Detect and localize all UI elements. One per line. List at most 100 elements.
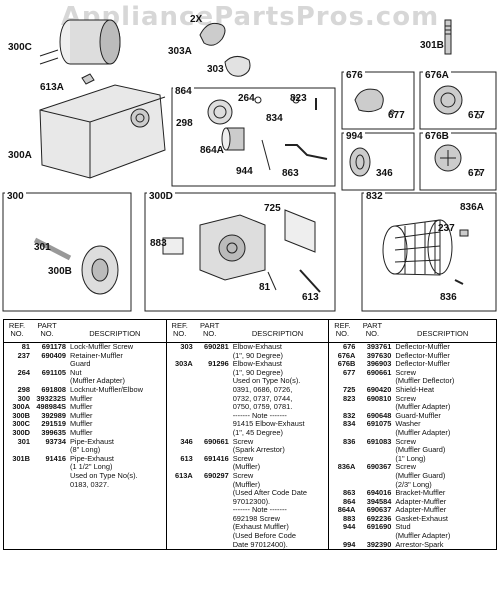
description: Nut(Muffler Adapter) <box>70 367 125 386</box>
table-row: ------- Note ------- <box>167 506 329 515</box>
callout-677-b: 677 <box>468 110 485 121</box>
ref-no <box>167 420 195 437</box>
callout-864: 864 <box>173 86 194 97</box>
muffler-300a-drawing <box>39 84 166 179</box>
part-no: 694016 <box>366 488 392 498</box>
description: Gasket-Exhaust <box>395 513 448 523</box>
table-row: 692198 Screw(Exhaust Muffler)(Used Befor… <box>167 514 329 549</box>
callout-677-c: 677 <box>468 168 485 179</box>
part-no: 691808 <box>41 384 66 394</box>
table-header-cell: DESCRIPTION <box>417 329 469 338</box>
callout-300C: 300C <box>8 42 32 53</box>
ref-no: 677 <box>343 367 356 377</box>
ref-no: 264 <box>17 367 30 377</box>
description: Muffler <box>70 402 93 412</box>
ref-no: 863 <box>343 488 356 498</box>
callout-300A: 300A <box>8 150 32 161</box>
ref-no: 298 <box>17 384 30 394</box>
part-no: 690637 <box>366 505 392 515</box>
callout-303: 303 <box>207 64 224 75</box>
part-no: 690648 <box>366 410 392 420</box>
description: Muffler <box>70 427 93 437</box>
table-row: 91415 Elbow-Exhaust(1", 45 Degree) <box>167 420 329 437</box>
description: Pipe-Exhaust(8" Long) <box>70 436 114 455</box>
part-no: 291519 <box>41 419 66 429</box>
description: Locknut-Muffler/Elbow <box>70 384 143 394</box>
callout-864A: 864A <box>200 145 224 156</box>
description: Screw(Muffler Guard)(2/3" Long) <box>395 462 446 489</box>
part-no: 690409 <box>41 350 66 360</box>
callout-298: 298 <box>176 118 193 129</box>
callout-863: 863 <box>282 168 299 179</box>
ref-no: 301B <box>12 453 30 463</box>
ref-no: 944 <box>343 522 356 532</box>
callout-832: 832 <box>364 191 385 202</box>
ref-no: 237 <box>17 350 30 360</box>
part-no: 397630 <box>366 350 392 360</box>
description: Screw(Muffler Deflector) <box>395 367 455 386</box>
callout-836A: 836A <box>460 202 484 213</box>
part-no: 91296 <box>208 359 229 369</box>
description: 91415 Elbow-Exhaust(1", 45 Degree) <box>232 419 305 437</box>
ref-no <box>167 506 195 515</box>
part-no: 691083 <box>366 436 392 446</box>
part-no: 392989 <box>41 410 66 420</box>
callout-944: 944 <box>236 166 253 177</box>
description: Deflector-Muffler <box>395 359 450 369</box>
ref-no: 725 <box>343 384 356 394</box>
description: Screw(Muffler Guard)(1" Long) <box>395 436 446 463</box>
ref-no: 836 <box>343 436 356 446</box>
callout-676A: 676A <box>423 70 451 81</box>
description: Guard-Muffler <box>395 410 441 420</box>
callout-264: 264 <box>238 93 255 104</box>
description: Stud(Muffler Adapter) <box>395 522 451 541</box>
callout-676B: 676B <box>423 131 451 142</box>
description: Muffler <box>70 393 93 403</box>
part-no: 393232S <box>36 393 66 403</box>
callout-725: 725 <box>264 203 281 214</box>
callout-303A: 303A <box>168 46 192 57</box>
description: Muffler <box>70 410 93 420</box>
description: Deflector-Muffler <box>395 350 450 360</box>
table-header-cell: REF.NO. <box>8 321 26 338</box>
part-no: 690661 <box>204 436 229 446</box>
part-no: 393761 <box>366 342 392 351</box>
callout-237: 237 <box>438 223 455 234</box>
table-row: ------- Note ------- <box>167 410 329 421</box>
description: ------- Note ------- <box>232 410 287 420</box>
description: Arrestor-Spark <box>395 539 444 549</box>
ref-no: 994 <box>343 539 356 549</box>
description: Adapter-Muffler <box>395 505 447 515</box>
callout-301: 301 <box>34 242 51 253</box>
ref-no <box>167 515 195 549</box>
part-no: 498984S <box>36 402 66 412</box>
callout-81: 81 <box>259 282 271 293</box>
ref-no: 676A <box>337 350 356 360</box>
callout-301B: 301B <box>420 40 444 51</box>
ref-no: 303A <box>175 359 193 369</box>
part-no: 394584 <box>366 496 392 506</box>
ref-no: 346 <box>180 436 193 446</box>
